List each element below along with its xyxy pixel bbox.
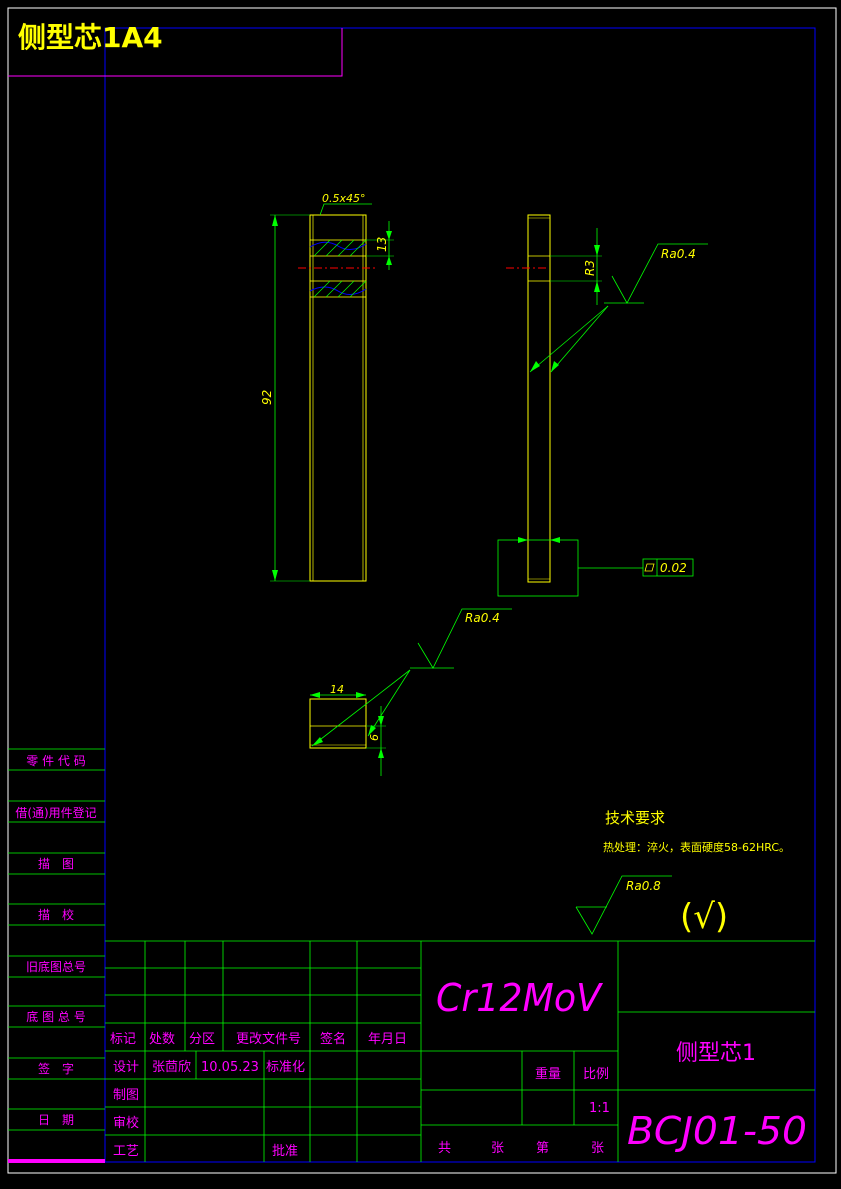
width-dimension: 14	[330, 683, 344, 696]
strip-part-code: 零 件 代 码	[26, 754, 85, 768]
front-view: 0.5x45° 92 13	[260, 192, 394, 582]
outer-border	[7, 7, 837, 1174]
tech-requirements-line: 热处理：淬火，表面硬度58-62HRC。	[603, 840, 790, 854]
part-name: 侧型芯1	[676, 1041, 756, 1066]
hdr-count: 处数	[149, 1032, 175, 1047]
draft-label: 制图	[113, 1088, 139, 1103]
check-label: 审校	[113, 1115, 139, 1131]
flatness-value: 0.02	[660, 561, 687, 575]
strip-old-base-number: 旧底图总号	[26, 959, 86, 974]
drawing-number: BCJ01-50	[627, 1109, 807, 1153]
strip-tracing: 描 图	[38, 857, 74, 871]
hdr-signature: 签名	[320, 1031, 346, 1047]
weight-label: 重量	[535, 1066, 561, 1082]
hdr-date: 年月日	[368, 1032, 407, 1047]
design-date: 10.05.23	[201, 1060, 259, 1075]
sheet-number-label: 第	[536, 1141, 549, 1156]
tech-requirements-heading: 技术要求	[605, 809, 665, 827]
strip-trace-check: 描 校	[38, 907, 74, 922]
side-roughness-label: Ra0.4	[661, 247, 696, 261]
general-roughness-label: Ra0.8	[626, 879, 661, 893]
sheets-unit-1: 张	[491, 1141, 504, 1156]
strip-signature: 签 字	[38, 1061, 74, 1076]
radius-dimension: R3	[583, 260, 597, 276]
hdr-zone: 分区	[189, 1032, 215, 1047]
approve-label: 批准	[272, 1144, 298, 1159]
section-roughness-label: Ra0.4	[465, 611, 500, 625]
hdr-mark: 标记	[110, 1032, 136, 1047]
chamfer-dimension: 0.5x45°	[322, 192, 366, 205]
side-view: R3 Ra0.4 0.02	[497, 214, 708, 597]
strip-date: 日 期	[38, 1113, 74, 1127]
hdr-change-doc: 更改文件号	[236, 1032, 301, 1047]
material: Cr12MoV	[436, 976, 604, 1020]
side-view-outline	[527, 214, 551, 583]
strip-base-number: 底 图 总 号	[26, 1009, 85, 1024]
drawing-title: 侧型芯1A4	[18, 21, 163, 54]
front-view-outline	[309, 214, 367, 582]
sheets-unit-2: 张	[591, 1141, 604, 1156]
process-label: 工艺	[113, 1144, 139, 1159]
title-block-grid	[105, 940, 815, 1162]
scale-value: 1:1	[589, 1101, 610, 1116]
length-dimension: 92	[260, 390, 274, 405]
sheets-total-label: 共	[438, 1141, 451, 1156]
section-outline	[309, 698, 367, 749]
designer-name: 张茴欣	[152, 1060, 191, 1075]
title-box-border	[8, 28, 343, 77]
side-strip	[8, 748, 105, 1131]
general-roughness-bracket: (√)	[680, 897, 728, 937]
scale-label: 比例	[583, 1067, 609, 1082]
flatness-icon	[644, 563, 655, 572]
drawing-frame	[104, 27, 816, 1163]
design-label: 设计	[113, 1060, 139, 1075]
height-dimension: 6	[368, 734, 381, 741]
strip-borrowed-register: 借(通)用件登记	[15, 805, 96, 820]
band-dimension: 13	[375, 237, 389, 252]
strip-bottom-bar	[8, 1159, 105, 1163]
section-view: 14 6 Ra0.4	[309, 608, 512, 776]
standardize-label: 标准化	[266, 1060, 305, 1075]
